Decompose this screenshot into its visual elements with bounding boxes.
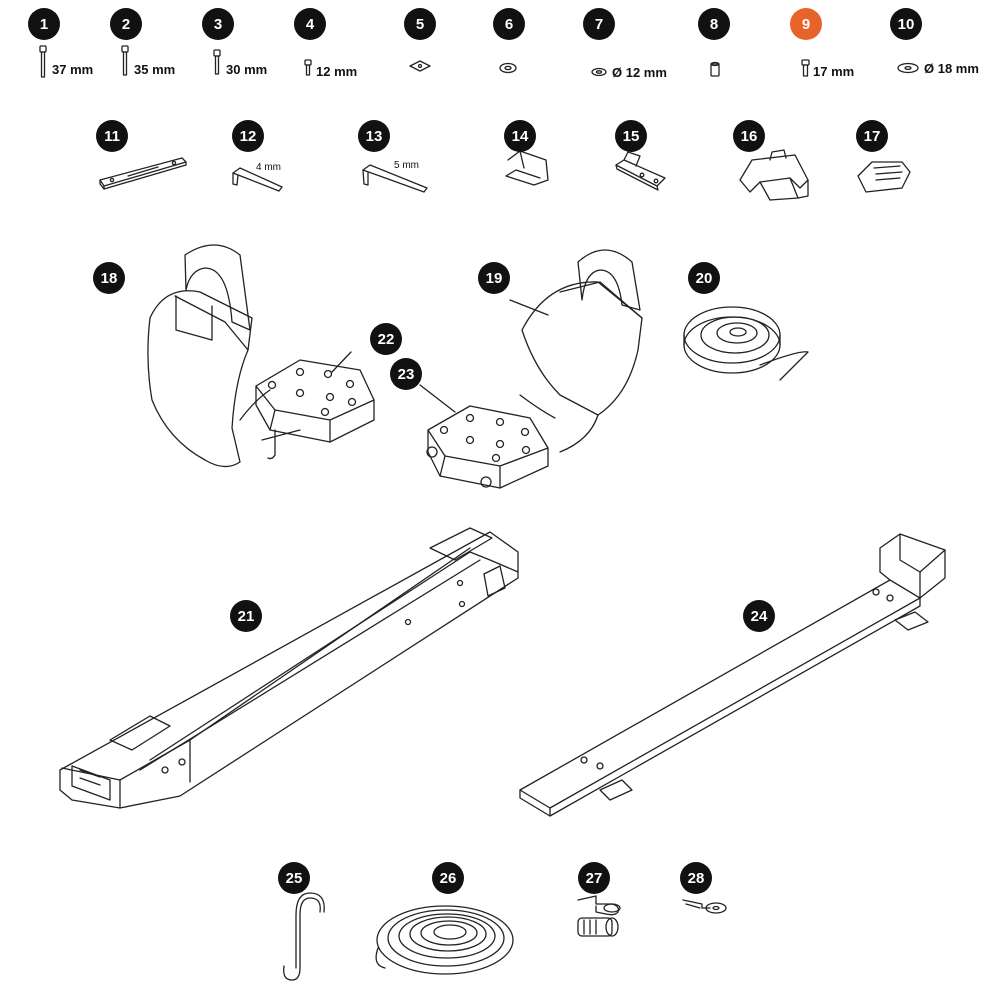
badge-17: 17 [856,120,888,152]
label-part-4: 12 mm [316,64,358,79]
part-19-kayak-cradle [510,250,642,452]
badge-9: 9 [790,8,822,40]
badge-22: 22 [370,323,402,355]
part-22-base-block [256,352,374,442]
label-part-1: 37 mm [52,62,94,77]
part-27-lock-cylinder [578,896,620,936]
part-3-bolt [214,50,220,74]
badge-27: 27 [578,862,610,894]
part-12-hex-key [233,168,282,191]
badge-4: 4 [294,8,326,40]
part-15-clamp [616,152,665,190]
part-24-rail [520,534,945,816]
badge-7: 7 [583,8,615,40]
badge-10: 10 [890,8,922,40]
part-4-bolt [305,60,311,75]
label-part-7: Ø 12 mm [612,65,667,80]
badge-6: 6 [493,8,525,40]
part-5-square-nut [410,61,430,71]
part-17-end-cap [858,162,910,192]
badge-23: 23 [390,358,422,390]
label-part-3: 30 mm [226,62,268,77]
badge-16: 16 [733,120,765,152]
part-8-spacer [711,63,719,77]
part-14-hook [506,151,548,185]
badge-26: 26 [432,862,464,894]
part-21-carrier-bar [60,528,518,808]
part-25-s-hook [284,893,325,980]
label-part-13: 5 mm [394,160,419,171]
badge-12: 12 [232,120,264,152]
badge-24: 24 [743,600,775,632]
badge-2: 2 [110,8,142,40]
badge-3: 3 [202,8,234,40]
part-20-rolled-pad [684,307,808,380]
badge-18: 18 [93,262,125,294]
part-26-coiled-strap [376,906,513,974]
label-part-2: 35 mm [134,62,176,77]
part-2-bolt [122,46,128,75]
label-part-9: 17 mm [813,64,855,79]
badge-15: 15 [615,120,647,152]
part-9-screw [802,60,809,76]
badge-19: 19 [478,262,510,294]
part-16-bracket [740,150,808,200]
badge-8: 8 [698,8,730,40]
badge-25: 25 [278,862,310,894]
badge-5: 5 [404,8,436,40]
label-part-10: Ø 18 mm [924,61,979,76]
badge-11: 11 [96,120,128,152]
part-11-plate [100,158,186,189]
badge-1: 1 [28,8,60,40]
part-18-kayak-cradle [148,245,300,467]
part-28-key [683,900,726,913]
part-10-washer [898,64,918,73]
badge-14: 14 [504,120,536,152]
part-7-washer [592,69,606,76]
part-1-bolt [40,46,46,77]
part-23-base-block [420,385,548,488]
badge-28: 28 [680,862,712,894]
part-6-spring-washer [500,64,516,73]
label-part-12: 4 mm [256,162,281,173]
badge-13: 13 [358,120,390,152]
badge-20: 20 [688,262,720,294]
badge-21: 21 [230,600,262,632]
part-13-hex-key [363,165,427,192]
